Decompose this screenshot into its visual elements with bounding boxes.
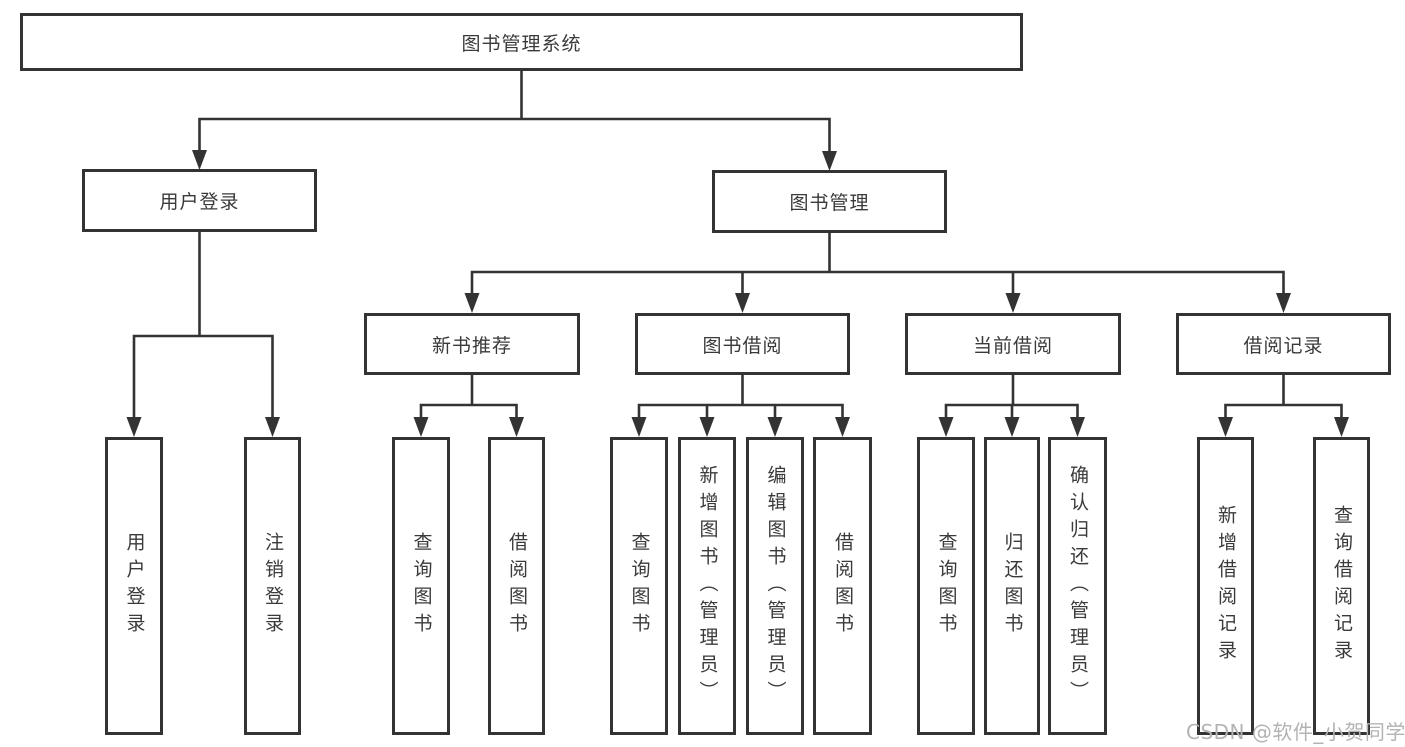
leaf-query-borrow-record: 查询借阅记录 [1313,437,1370,735]
arrowhead-icons [126,150,1349,437]
leaf-confirm-return-admin: 确认归还（管理员） [1048,437,1107,735]
leaf-query-books-borrow: 查询图书 [610,437,668,735]
leaf-edit-books-admin: 编辑图书（管理员） [746,437,804,735]
leaf-query-books-recommend: 查询图书 [392,437,450,735]
node-book-borrow-label: 图书借阅 [702,334,783,357]
leaf-query-books-recommend-label: 查询图书 [410,532,433,640]
node-current-borrow-label: 当前借阅 [972,334,1053,357]
leaf-logout: 注销登录 [244,437,301,735]
leaf-return-books-label: 归还图书 [1001,532,1024,640]
node-book-management: 图书管理 [712,170,947,233]
csdn-watermark: CSDN @软件_小贺同学 [1186,720,1405,744]
node-book-management-label: 图书管理 [789,192,870,214]
leaf-edit-books-admin-label: 编辑图书（管理员） [764,464,787,708]
leaf-add-books-admin: 新增图书（管理员） [678,437,736,735]
leaf-return-books: 归还图书 [984,437,1040,735]
leaf-borrow-books-recommend: 借阅图书 [488,437,545,735]
leaf-query-books-current-label: 查询图书 [935,532,958,640]
leaf-confirm-return-admin-label: 确认归还（管理员） [1067,464,1089,708]
leaf-user-login: 用户登录 [105,437,163,735]
leaf-borrow-books: 借阅图书 [813,437,872,735]
leaf-borrow-books-label: 借阅图书 [832,532,854,640]
leaf-query-borrow-record-label: 查询借阅记录 [1331,505,1353,667]
node-user-login: 用户登录 [82,169,317,232]
leaf-add-books-admin-label: 新增图书（管理员） [696,464,719,708]
leaf-add-borrow-record: 新增借阅记录 [1197,437,1254,735]
node-new-book-recommend-label: 新书推荐 [431,334,512,357]
leaf-user-login-label: 用户登录 [123,532,146,640]
node-current-borrow: 当前借阅 [905,313,1121,375]
node-book-borrow: 图书借阅 [635,313,850,375]
leaf-query-books-borrow-label: 查询图书 [628,532,651,640]
node-borrow-records: 借阅记录 [1176,313,1391,375]
leaf-logout-label: 注销登录 [262,532,284,640]
node-borrow-records-label: 借阅记录 [1243,334,1324,357]
leaf-add-borrow-record-label: 新增借阅记录 [1215,505,1237,667]
leaf-query-books-current: 查询图书 [917,437,975,735]
node-user-login-label: 用户登录 [159,191,240,213]
leaf-borrow-books-recommend-label: 借阅图书 [506,532,528,640]
node-new-book-recommend: 新书推荐 [364,313,580,375]
node-root-system-label: 图书管理系统 [461,32,582,55]
node-root-system: 图书管理系统 [20,13,1023,71]
